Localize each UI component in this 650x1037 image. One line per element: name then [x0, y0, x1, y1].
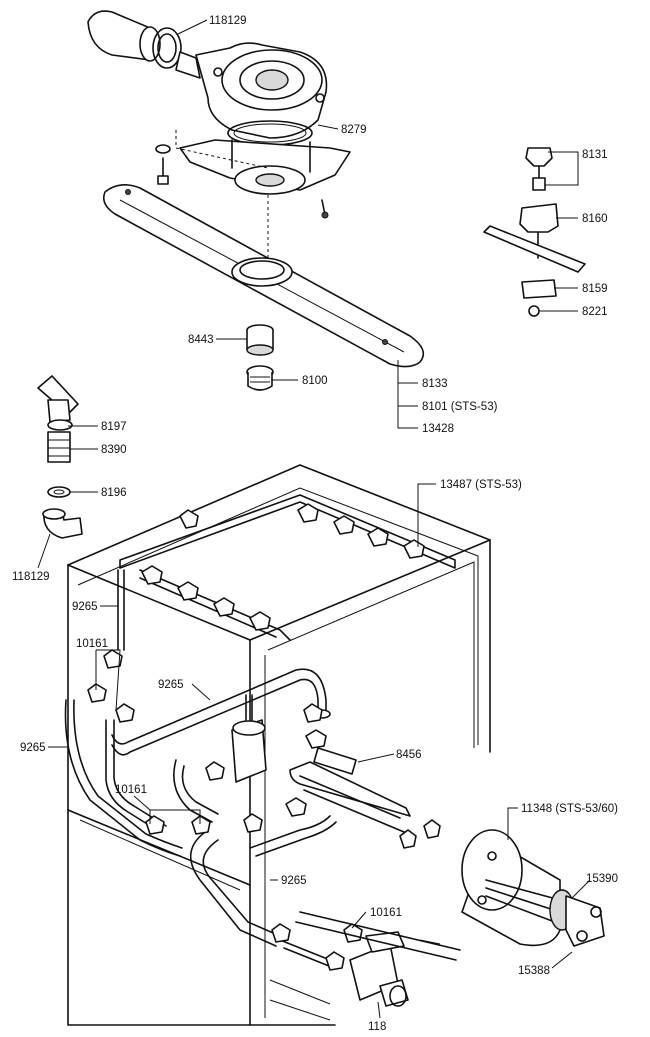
label-9265-b: 9265 [158, 679, 184, 691]
label-10161-c: 10161 [370, 907, 402, 919]
label-8196: 8196 [101, 487, 127, 499]
label-15390: 15390 [586, 873, 618, 885]
screw-washer-left [155, 144, 171, 185]
screw-small [321, 199, 329, 219]
label-9265-a: 9265 [72, 601, 98, 613]
tube-clamps-top [141, 503, 425, 631]
heater-tank-11348 [461, 829, 561, 947]
mounting-plate [179, 139, 351, 195]
label-8131: 8131 [582, 149, 608, 161]
label-15388: 15388 [518, 965, 550, 977]
fitting-8390 [47, 431, 71, 463]
label-8279: 8279 [341, 124, 367, 136]
pump-motor-housing [175, 42, 328, 139]
hose-9265 [64, 668, 337, 969]
hose-coupling-top [87, 10, 182, 69]
label-9265-c: 9265 [20, 742, 46, 754]
hose-clamps-10161 [87, 649, 363, 971]
element-15390 [485, 879, 605, 947]
label-8221: 8221 [582, 306, 608, 318]
washer-8196 [47, 486, 71, 498]
clip-8159 [521, 279, 557, 299]
bearing-8443 [246, 324, 274, 356]
label-13487: 13487 (STS-53) [440, 479, 522, 491]
part-labels: 118129 8279 8131 8160 8159 8221 8443 810… [12, 15, 618, 1033]
label-8456: 8456 [396, 749, 422, 761]
leader-lines [37, 19, 591, 1019]
label-10161-b: 10161 [115, 784, 147, 796]
label-118129-top: 118129 [209, 15, 247, 27]
label-9265-d: 9265 [281, 875, 307, 887]
wash-arm-8133 [102, 184, 425, 368]
label-10161-a: 10161 [76, 638, 108, 650]
heating-element-8456 [285, 729, 441, 849]
rod [483, 225, 586, 273]
label-8100: 8100 [302, 375, 328, 387]
elbow-8197 [37, 375, 79, 431]
valve-center [231, 694, 267, 783]
label-8443: 8443 [188, 334, 214, 346]
screw-8221 [528, 305, 540, 317]
label-11348: 11348 (STS-53/60) [521, 803, 618, 815]
label-13428: 13428 [422, 423, 454, 435]
elbow-118129 [42, 508, 83, 539]
label-8160: 8160 [582, 213, 608, 225]
nut-8100 [246, 365, 274, 391]
label-8159: 8159 [582, 283, 608, 295]
label-8101: 8101 (STS-53) [422, 401, 498, 413]
label-118: 118 [368, 1021, 386, 1033]
inlet-valve-118 [349, 931, 409, 1007]
label-8133: 8133 [422, 378, 448, 390]
label-8197: 8197 [101, 421, 127, 433]
label-8390: 8390 [101, 444, 127, 456]
label-118129-left: 118129 [12, 571, 50, 583]
switch-8131 [525, 147, 553, 191]
spray-tube-top [117, 494, 456, 651]
bottom-rails [295, 911, 461, 961]
